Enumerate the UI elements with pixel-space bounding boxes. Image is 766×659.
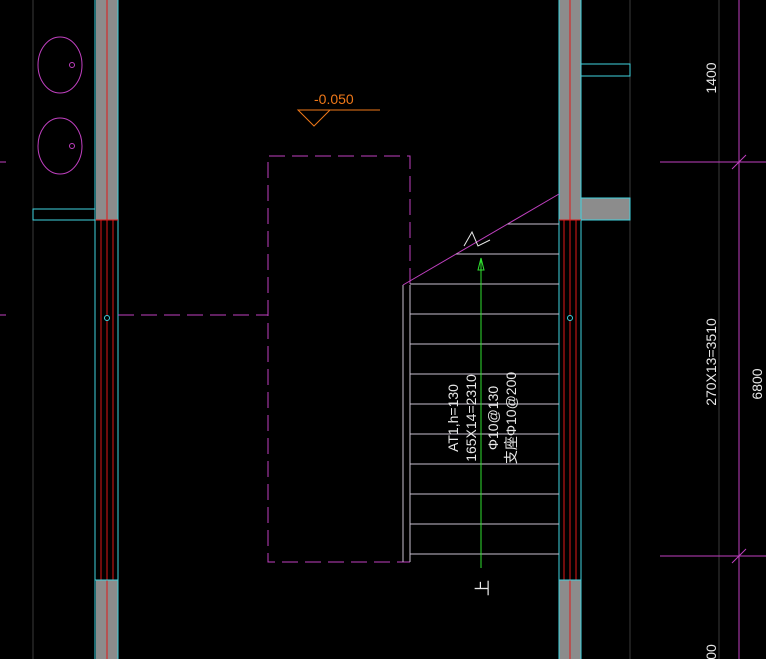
fixture-circle-lower[interactable]	[37, 117, 83, 175]
stair-flight[interactable]	[402, 193, 560, 568]
right-wall-ledge	[580, 63, 631, 77]
stair-annotation-line4: 支座Φ10@200	[503, 372, 519, 465]
stair-annotation-line2: 165X14=2310	[463, 374, 479, 462]
elevation-marker[interactable]: -0.050	[296, 91, 380, 127]
right-wall-return	[580, 197, 631, 221]
elevation-label: -0.050	[314, 91, 354, 107]
direction-label: 上	[474, 580, 492, 596]
direction-arrow-icon	[477, 257, 485, 271]
dimension-top-segment: 1400	[703, 62, 719, 93]
landing-dashed-outline[interactable]	[118, 155, 411, 563]
stair-annotation: AT1,h=130 165X14=2310 Φ10@130 支座Φ10@200	[445, 372, 519, 465]
dimension-bottom-segment: 00	[703, 644, 719, 659]
stair-break-line	[402, 193, 560, 286]
axis-ticks	[0, 161, 6, 316]
dimension-middle-segment: 270X13=3510	[703, 318, 719, 406]
elevation-triangle-icon	[296, 109, 332, 127]
dimension-lines[interactable]	[660, 0, 766, 659]
stair-treads	[410, 223, 559, 555]
stair-annotation-line3: Φ10@130	[485, 386, 501, 451]
background-gridlines	[32, 0, 720, 659]
stair-annotation-line1: AT1,h=130	[445, 384, 461, 452]
dimension-total: 6800	[749, 368, 765, 399]
stair-break-symbol	[463, 230, 491, 247]
left-wall[interactable]	[32, 0, 119, 659]
left-wall-ledge	[32, 208, 96, 221]
fixture-group[interactable]	[37, 36, 83, 175]
fixture-circle-upper[interactable]	[37, 36, 83, 94]
right-wall[interactable]	[558, 0, 631, 659]
